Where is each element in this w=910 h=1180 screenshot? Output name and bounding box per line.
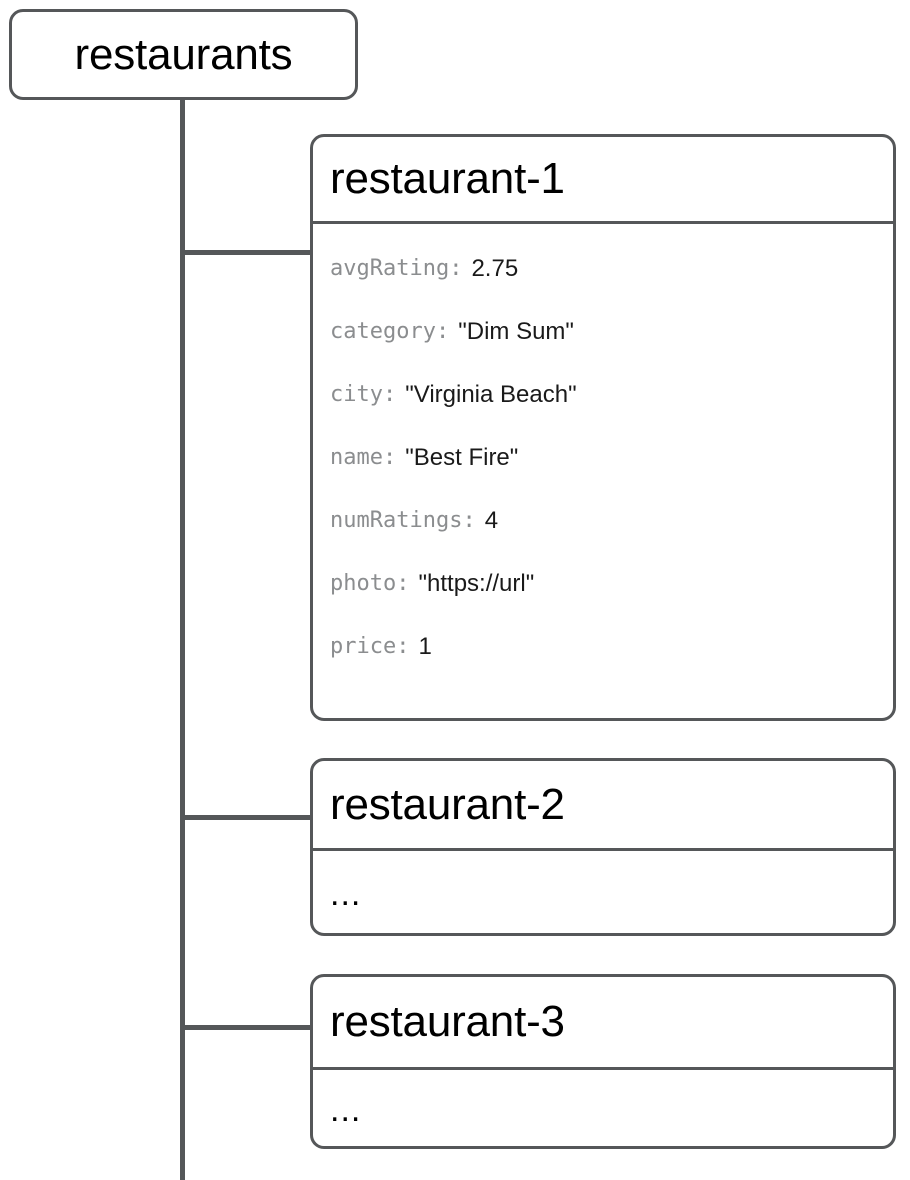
- field-row: name: "Best Fire": [330, 426, 876, 489]
- node-restaurants-collection[interactable]: restaurants: [9, 9, 358, 100]
- field-key: category:: [330, 318, 450, 344]
- field-value: "Dim Sum": [458, 317, 574, 345]
- node-restaurant-3-fields: ...: [313, 1070, 893, 1146]
- field-key: avgRating:: [330, 255, 463, 281]
- field-key: numRatings:: [330, 507, 476, 533]
- field-key: price:: [330, 633, 410, 659]
- ellipsis-placeholder: ...: [330, 874, 362, 913]
- field-row: avgRating: 2.75: [330, 237, 876, 300]
- node-restaurant-1[interactable]: restaurant-1 avgRating: 2.75 category: "…: [310, 134, 896, 721]
- document-title: restaurant-1: [330, 154, 565, 203]
- node-restaurant-2-header: restaurant-2: [313, 761, 893, 851]
- ellipsis-placeholder: ...: [330, 1090, 362, 1129]
- field-row: photo: "https://url": [330, 552, 876, 615]
- field-value: 4: [484, 506, 499, 534]
- field-value: 2.75: [471, 254, 519, 282]
- node-restaurant-1-fields: avgRating: 2.75 category: "Dim Sum" city…: [313, 224, 893, 678]
- field-row: category: "Dim Sum": [330, 300, 876, 363]
- field-value: "Virginia Beach": [405, 380, 577, 408]
- field-row: price: 1: [330, 615, 876, 678]
- node-restaurant-2[interactable]: restaurant-2 ...: [310, 758, 896, 936]
- collection-label: restaurants: [74, 29, 293, 79]
- field-key: name:: [330, 444, 397, 470]
- node-restaurant-3-header: restaurant-3: [313, 977, 893, 1070]
- field-key: photo:: [330, 570, 410, 596]
- field-value: "Best Fire": [405, 443, 519, 471]
- document-title: restaurant-3: [330, 997, 565, 1046]
- node-restaurant-2-fields: ...: [313, 851, 893, 933]
- field-row: city: "Virginia Beach": [330, 363, 876, 426]
- field-key: city:: [330, 381, 397, 407]
- field-value: "https://url": [418, 569, 535, 597]
- node-restaurant-1-header: restaurant-1: [313, 137, 893, 224]
- field-row: numRatings: 4: [330, 489, 876, 552]
- document-title: restaurant-2: [330, 779, 565, 829]
- field-value: 1: [418, 632, 432, 660]
- node-restaurant-3[interactable]: restaurant-3 ...: [310, 974, 896, 1149]
